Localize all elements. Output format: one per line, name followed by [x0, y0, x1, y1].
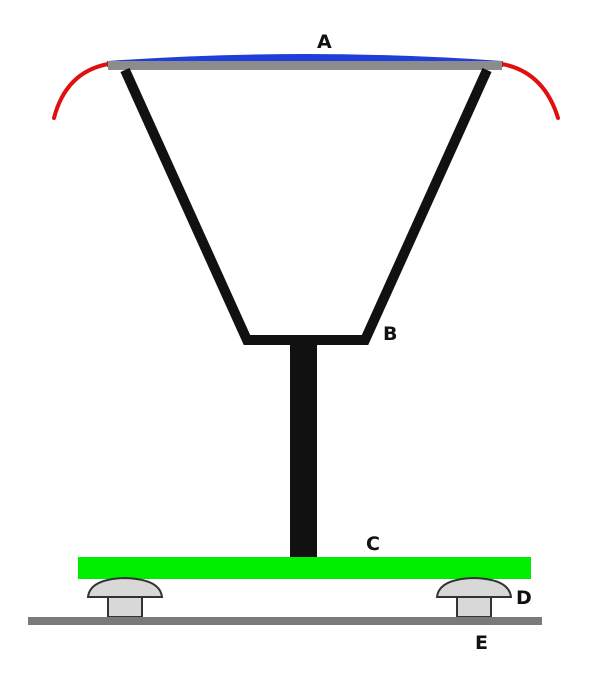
- right-foot: [435, 576, 513, 618]
- label-d: D: [516, 587, 532, 609]
- left-foot-stem: [107, 596, 143, 618]
- left-red-tip: [52, 62, 110, 120]
- central-post: [290, 342, 317, 557]
- right-red-tip: [500, 62, 560, 120]
- left-foot-cap: [86, 576, 164, 598]
- right-foot-stem: [456, 596, 492, 618]
- top-grey-bar: [108, 61, 502, 70]
- label-e: E: [475, 632, 488, 654]
- label-b: B: [383, 323, 397, 345]
- left-foot: [86, 576, 164, 618]
- label-c: C: [366, 533, 380, 555]
- ground-line: [28, 617, 542, 625]
- right-foot-cap: [435, 576, 513, 598]
- label-a: A: [317, 31, 332, 53]
- funnel-frame: [120, 67, 492, 345]
- green-platform: [78, 557, 531, 579]
